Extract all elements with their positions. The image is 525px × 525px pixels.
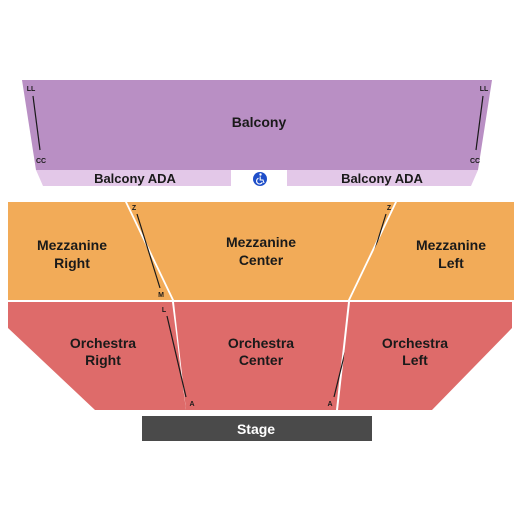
section-mezzanine-right[interactable]: Mezzanine Right [8,202,172,300]
orchestra-center-left-bottom-row: A [189,401,194,408]
section-orchestra-left[interactable]: Orchestra Left [338,302,512,410]
mezzanine-left-label-line1: Mezzanine [416,237,486,253]
mezzanine-center-left-top-row: Z [132,205,137,212]
balcony-left-bottom-row: CC [36,158,46,165]
wheelchair-icon-head [259,173,262,176]
balcony-ada-left-area[interactable] [36,170,231,186]
orchestra-right-label-line2: Right [85,352,121,368]
mezzanine-center-label-line1: Mezzanine [226,234,296,250]
mezzanine-center-label-line2: Center [239,252,284,268]
orchestra-center-right-bottom-row: A [327,401,332,408]
section-mezzanine-left[interactable]: Mezzanine Left [350,202,514,300]
balcony-label: Balcony [232,114,287,130]
stage-area [142,416,372,441]
balcony-right-top-row: LL [480,86,489,93]
section-orchestra-right[interactable]: Orchestra Right [8,302,186,410]
wheelchair-icon [253,172,267,186]
orchestra-right-label-line1: Orchestra [70,335,136,351]
orchestra-right-area[interactable] [8,302,186,410]
balcony-ada-left-label: Balcony ADA [94,171,176,186]
balcony-right-bottom-row: CC [470,158,480,165]
stage: Stage [142,416,372,441]
mezzanine-left-label-line2: Left [438,255,464,271]
orchestra-center-area[interactable] [174,302,348,410]
wheelchair-icon-body [259,176,265,184]
mezzanine-right-label-line1: Mezzanine [37,237,107,253]
wheelchair-icon-wheel [256,177,263,185]
mezzanine-center-right-top-row: Z [387,205,392,212]
section-mezzanine-center[interactable]: Mezzanine Center Z M Z M [127,202,395,300]
mezzanine-right-label-line2: Right [54,255,90,271]
mezzanine-center-area[interactable] [127,202,395,300]
section-orchestra-center[interactable]: Orchestra Center L A L A [162,302,360,410]
mezzanine-center-left-row-line [136,213,161,289]
balcony-ada-right-label: Balcony ADA [341,171,423,186]
section-balcony-ada-right[interactable]: Balcony ADA [287,170,478,186]
orchestra-center-label-line1: Orchestra [228,335,294,351]
mezzanine-center-left-bottom-row: M [158,292,164,299]
balcony-left-top-row: LL [27,86,36,93]
balcony-area[interactable] [22,80,492,170]
orchestra-left-area[interactable] [338,302,512,410]
orchestra-center-label-line2: Center [239,352,284,368]
orchestra-left-label-line2: Left [402,352,428,368]
balcony-ada-right-area[interactable] [287,170,478,186]
section-balcony-ada-left[interactable]: Balcony ADA [36,170,231,186]
balcony-left-row-line [32,95,41,151]
mezzanine-left-area[interactable] [350,202,514,300]
section-balcony[interactable]: Balcony LL CC LL CC [22,80,492,170]
stage-label: Stage [237,421,275,437]
orchestra-center-left-row-line [166,315,187,398]
mezzanine-right-area[interactable] [8,202,172,300]
orchestra-center-left-top-row: L [162,307,167,314]
balcony-right-row-line [475,95,484,151]
orchestra-left-label-line1: Orchestra [382,335,448,351]
